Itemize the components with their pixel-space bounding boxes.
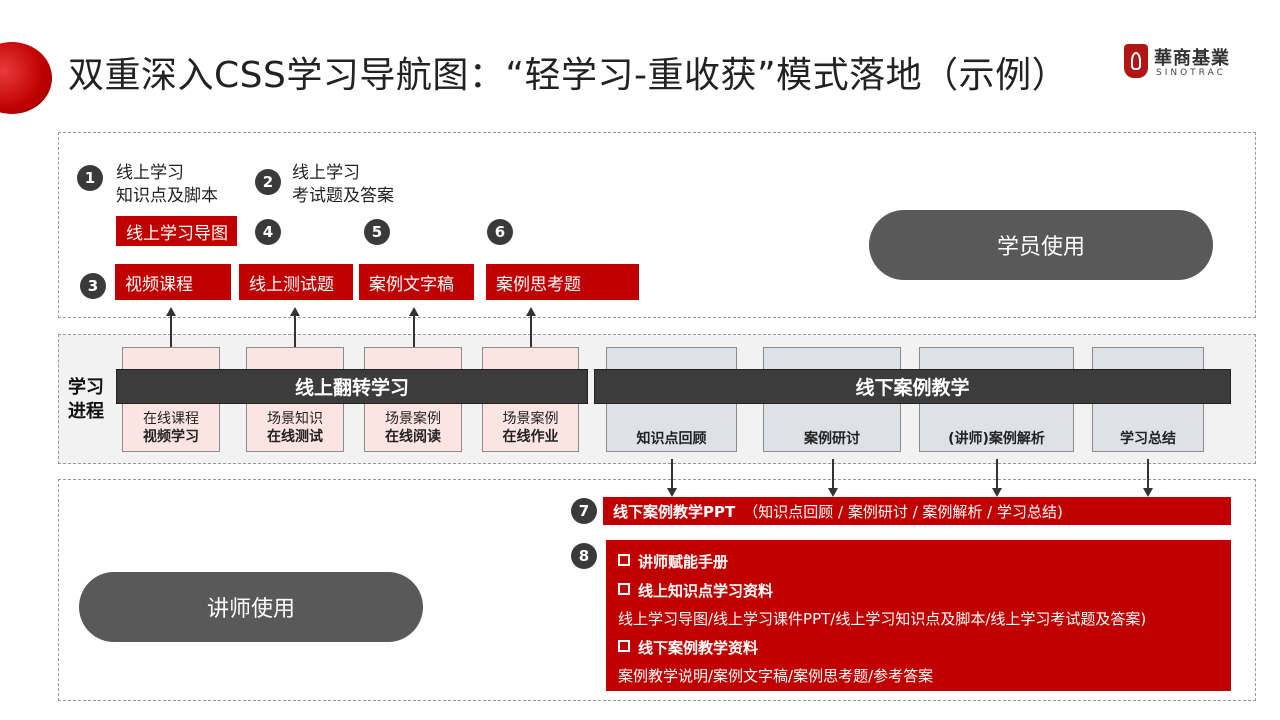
resource-offline-detail: 案例教学说明/案例文字稿/案例思考题/参考答案	[618, 667, 934, 685]
resource-label: 线上知识点学习资料	[638, 581, 774, 600]
offline-card-label: 案例研讨	[804, 431, 860, 447]
resource-item-offline: 线下案例教学资料	[618, 634, 1231, 663]
case-think-box: 案例思考题	[486, 264, 639, 300]
online-card-line1: 场景案例	[385, 411, 441, 427]
arrow-up-line-3	[413, 315, 415, 347]
process-label-line1: 学习	[68, 377, 104, 398]
resource-item-online: 线上知识点学习资料	[618, 577, 1231, 606]
logo-english-name: SINOTRAC	[1156, 68, 1226, 78]
item1-line2: 知识点及脚本	[116, 186, 218, 206]
arrow-up-head-3	[409, 307, 419, 316]
step-marker-8: 8	[571, 543, 597, 569]
arrow-up-head-1	[166, 307, 176, 316]
online-map-box: 线上学习导图	[116, 216, 237, 246]
offline-ppt-bar: 线下案例教学PPT （知识点回顾 / 案例研讨 / 案例解析 / 学习总结)	[603, 497, 1231, 525]
online-test-box: 线上测试题	[239, 264, 353, 300]
checkbox-icon	[618, 639, 630, 652]
step-marker-6: 6	[487, 219, 513, 245]
offline-case-teaching-bar: 线下案例教学	[594, 369, 1231, 404]
student-use-pill: 学员使用	[869, 210, 1213, 280]
online-card-line2: 在线测试	[267, 429, 323, 445]
online-card-line1: 场景知识	[267, 411, 323, 427]
ppt-detail: （知识点回顾 / 案例研讨 / 案例解析 / 学习总结)	[743, 502, 1063, 521]
company-logo: 華商基業 SINOTRAC	[1124, 42, 1244, 82]
video-course-box: 视频课程	[115, 264, 231, 300]
resource-online-detail: 线上学习导图/线上学习课件PPT/线上学习知识点及脚本/线上学习考试题及答案)	[618, 610, 1147, 628]
arrow-down-head-4	[1143, 488, 1153, 497]
arrow-down-line-3	[996, 459, 998, 489]
page-title: 双重深入CSS学习导航图：“轻学习-重收获”模式落地（示例）	[68, 55, 1069, 96]
resource-label: 讲师赋能手册	[638, 553, 729, 571]
student-materials-panel	[58, 132, 1256, 318]
arrow-up-line-2	[294, 315, 296, 347]
arrow-down-line-4	[1147, 459, 1149, 489]
offline-card-label: 知识点回顾	[636, 431, 707, 447]
logo-chinese-name: 華商基業	[1154, 48, 1230, 69]
online-card-line1: 在线课程	[143, 411, 199, 427]
step-marker-1: 1	[77, 165, 103, 191]
step-marker-4: 4	[255, 219, 281, 245]
online-card-line1: 场景案例	[502, 411, 559, 427]
case-text-box: 案例文字稿	[359, 264, 474, 300]
arrow-up-line-4	[530, 315, 532, 347]
online-card-line2: 视频学习	[143, 429, 199, 445]
arrow-down-line-2	[832, 459, 834, 489]
logo-mark-icon	[1124, 44, 1148, 78]
arrow-down-head-1	[667, 488, 677, 497]
ppt-title: 线下案例教学PPT	[613, 502, 736, 521]
item1-line1: 线上学习	[116, 163, 184, 183]
resource-item-handbook: 讲师赋能手册	[618, 548, 1231, 577]
checkbox-icon	[618, 554, 630, 566]
teacher-materials-panel	[58, 479, 1256, 701]
step-marker-5: 5	[364, 219, 390, 245]
title-decoration-circle	[0, 42, 52, 114]
teacher-use-pill: 讲师使用	[79, 572, 423, 642]
offline-card-label: (讲师)案例解析	[948, 431, 1045, 447]
arrow-down-line-1	[671, 459, 673, 489]
step-marker-2: 2	[255, 169, 281, 195]
item2-line1: 线上学习	[292, 163, 360, 183]
online-card-line2: 在线阅读	[385, 429, 441, 445]
checkbox-icon	[618, 582, 630, 595]
arrow-up-line-1	[170, 315, 172, 347]
step-marker-3: 3	[80, 273, 106, 299]
offline-card-label: 学习总结	[1120, 431, 1176, 447]
item2-line2: 考试题及答案	[292, 186, 394, 206]
process-label-line2: 进程	[68, 401, 104, 422]
arrow-down-head-3	[992, 488, 1002, 497]
online-flip-learning-bar: 线上翻转学习	[116, 369, 588, 404]
online-card-line2: 在线作业	[502, 429, 559, 445]
arrow-up-head-2	[290, 307, 300, 316]
arrow-up-head-4	[526, 307, 536, 316]
resource-label: 线下案例教学资料	[638, 638, 759, 657]
arrow-down-head-2	[828, 488, 838, 497]
teaching-resources-box: 讲师赋能手册 线上知识点学习资料 线上学习导图/线上学习课件PPT/线上学习知识…	[606, 540, 1231, 691]
step-marker-7: 7	[571, 498, 597, 524]
